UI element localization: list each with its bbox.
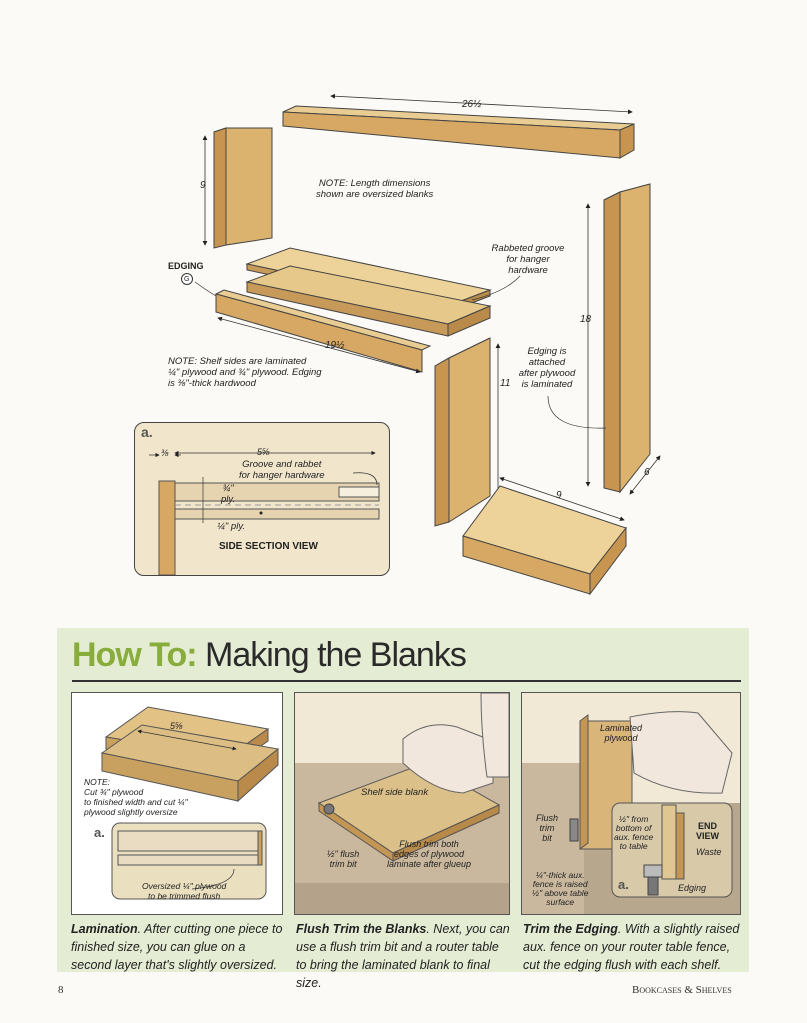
dim-5-5-8: 5⅝ xyxy=(257,447,270,457)
how-to-rule xyxy=(72,680,741,682)
caption-flush-trim-text: . Next, you can use a flush trim bit and… xyxy=(296,922,510,990)
caption-lamination-lead: Lamination xyxy=(71,922,138,936)
how-to-prefix: How To: xyxy=(72,636,198,674)
dim-11: 11 xyxy=(500,378,511,389)
dim-19-half: 19½ xyxy=(325,340,345,351)
p1-dim: 5⅝ xyxy=(170,721,183,731)
how-to-title: How To: Making the Blanks xyxy=(72,636,467,675)
caption-trim-edging-lead: Trim the Edging xyxy=(523,922,618,936)
page-number: 8 xyxy=(58,984,64,996)
p3-edging-label: Edging xyxy=(678,883,707,893)
side-section-view-title: SIDE SECTION VIEW xyxy=(219,541,318,552)
exploded-view-diagram xyxy=(181,93,661,596)
top-shelf-board xyxy=(282,105,635,159)
edging-label: EDGING xyxy=(168,261,204,271)
caption-lamination-text: . After cutting one piece to finished si… xyxy=(71,922,283,972)
medium-shelf-side xyxy=(434,337,491,527)
small-shelf-side xyxy=(213,127,273,249)
dim-9-side: 9 xyxy=(200,180,206,191)
p3-waste-label: Waste xyxy=(696,847,722,857)
p3-inset-letter: a. xyxy=(618,877,629,892)
caption-trim-edging-text: . With a slightly raised aux. fence on y… xyxy=(523,922,740,972)
how-to-heading: Making the Blanks xyxy=(205,636,467,674)
dim-3-8: ⅜ xyxy=(161,448,169,458)
dim-18: 18 xyxy=(580,314,592,325)
book-title: Bookcases & Shelves xyxy=(632,984,732,996)
ply-3-4-label: ¾"ply. xyxy=(221,483,236,505)
bottom-block xyxy=(462,485,627,596)
caption-lamination: Lamination. After cutting one piece to f… xyxy=(71,920,285,974)
detail-a-letter: a. xyxy=(141,424,153,440)
caption-flush-trim: Flush Trim the Blanks. Next, you can use… xyxy=(296,920,510,992)
caption-trim-edging: Trim the Edging. With a slightly raised … xyxy=(523,920,741,974)
dim-6: 6 xyxy=(644,467,650,478)
p1-inset-letter: a. xyxy=(94,825,105,840)
ply-1-4-label: ¼" ply. xyxy=(217,521,246,532)
tall-shelf-side xyxy=(603,183,651,494)
p2-shelf-label: Shelf side blank xyxy=(361,787,429,798)
dim-26-half: 26½ xyxy=(462,99,482,110)
edging-marker: G xyxy=(184,276,190,283)
dim-9-bottom: 9 xyxy=(556,490,562,501)
caption-flush-trim-lead: Flush Trim the Blanks xyxy=(296,922,427,936)
